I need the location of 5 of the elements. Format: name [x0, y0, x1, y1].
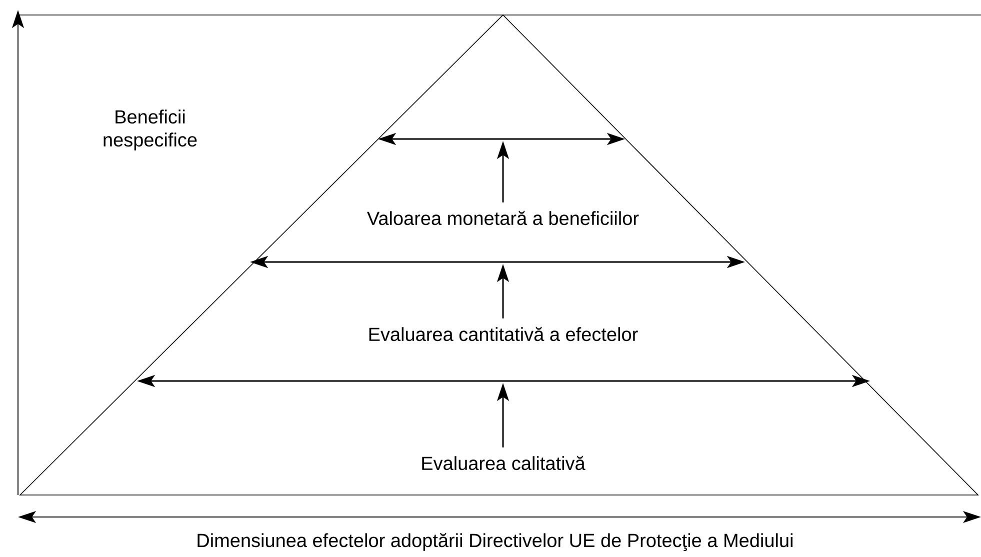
level-label: Valoarea monetară a beneficiilor [367, 210, 639, 226]
axis-label: Dimensiunea efectelor adoptării Directivelor UE de Protecţie a Mediului [198, 532, 792, 552]
level-label: Evaluarea cantitativă a efectelor [369, 326, 638, 342]
axis-label: Beneficii nespecifice [104, 110, 197, 150]
level-label: Evaluarea calitativă [422, 456, 586, 470]
